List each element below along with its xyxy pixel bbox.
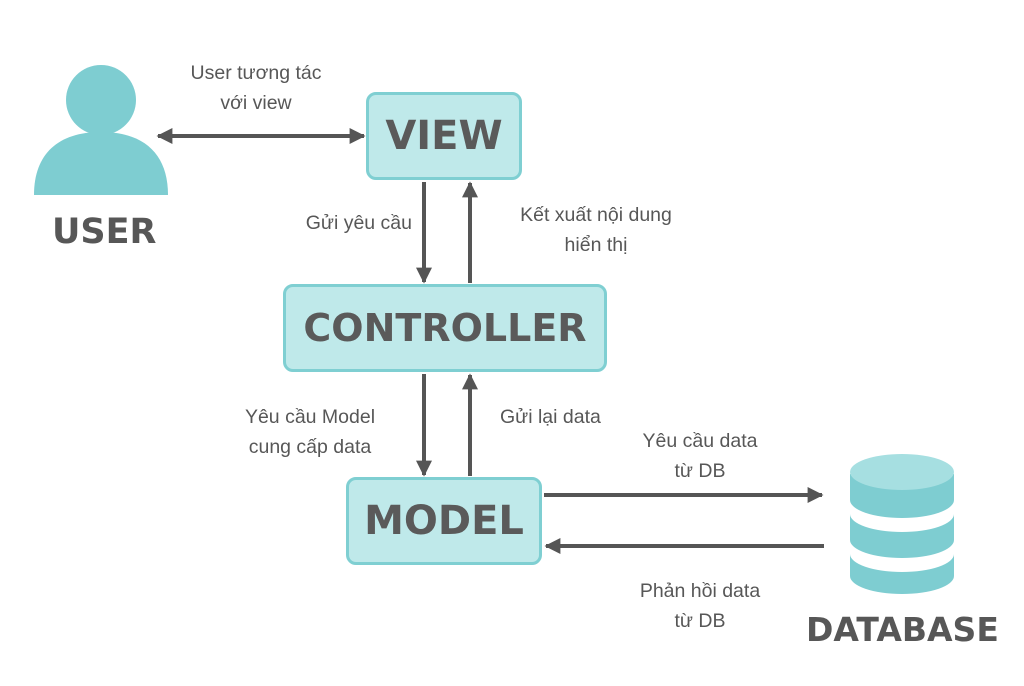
label-controller-to-model: Yêu cầu Model cung cấp data xyxy=(228,402,392,462)
user-title: USER xyxy=(52,212,157,252)
database-title: DATABASE xyxy=(806,610,999,649)
label-model-to-controller-line-1: Gửi lại data xyxy=(500,406,601,428)
label-controller-to-model-line-1: Yêu cầu Model xyxy=(244,406,376,428)
label-database-to-model-line-2: từ DB xyxy=(674,610,726,632)
controller-node-label: CONTROLLER xyxy=(303,306,587,350)
label-model-to-database: Yêu cầu data từ DB xyxy=(620,426,780,486)
label-view-to-controller: Gửi yêu cầu xyxy=(262,208,412,238)
label-user-view-line-1: User tương tác xyxy=(190,62,322,84)
model-node: MODEL xyxy=(346,477,542,565)
label-model-to-database-line-1: Yêu cầu data xyxy=(642,430,758,452)
view-node-label: VIEW xyxy=(385,113,503,159)
user-person-icon xyxy=(34,65,168,195)
database-cylinder-icon xyxy=(850,454,954,594)
label-model-to-controller: Gửi lại data xyxy=(500,402,630,432)
label-controller-to-view-line-1: Kết xuất nội dung xyxy=(520,204,672,226)
label-controller-to-view-line-2: hiển thị xyxy=(564,234,628,256)
label-controller-to-view: Kết xuất nội dung hiển thị xyxy=(498,200,694,260)
label-model-to-database-line-2: từ DB xyxy=(674,460,726,482)
label-database-to-model-line-1: Phản hồi data xyxy=(639,580,761,602)
label-database-to-model: Phản hồi data từ DB xyxy=(620,576,780,636)
label-user-view: User tương tác với view xyxy=(176,58,336,118)
label-controller-to-model-line-2: cung cấp data xyxy=(248,436,372,458)
label-user-view-line-2: với view xyxy=(220,92,292,114)
model-node-label: MODEL xyxy=(364,498,524,544)
label-view-to-controller-line-1: Gửi yêu cầu xyxy=(305,212,412,234)
controller-node: CONTROLLER xyxy=(283,284,607,372)
view-node: VIEW xyxy=(366,92,522,180)
